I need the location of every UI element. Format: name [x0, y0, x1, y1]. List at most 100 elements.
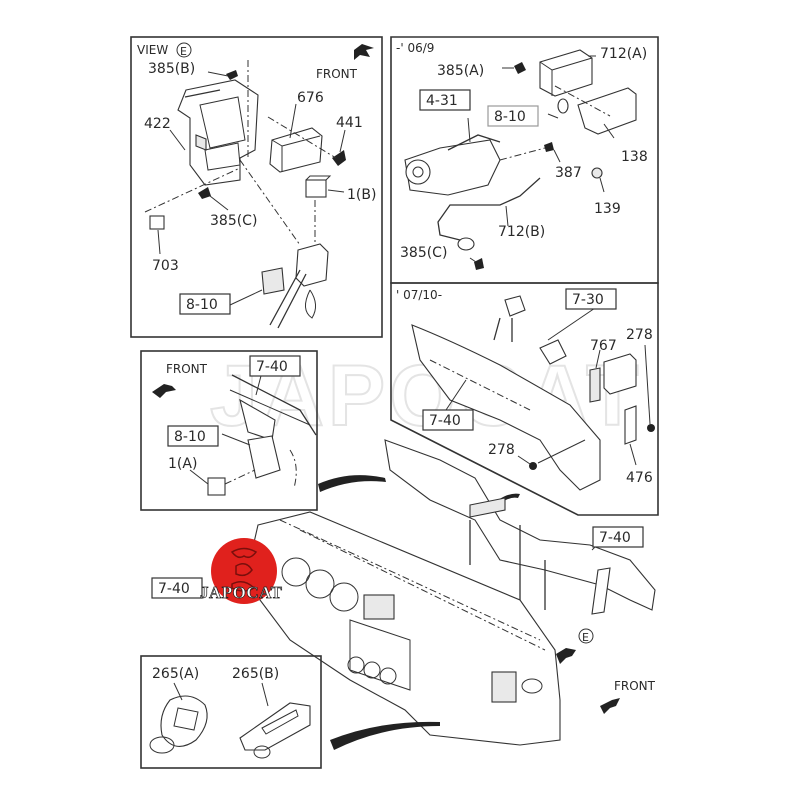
callout-1b: 1(B): [347, 187, 376, 203]
callout-712b: 712(B): [498, 224, 545, 240]
ref-box-8-10[interactable]: 8-10: [487, 105, 539, 127]
panel-remote-keys: 265(A) 265(B): [140, 655, 322, 769]
remote-key-265b: [239, 702, 311, 751]
ref-box-7-40[interactable]: 7-40: [151, 577, 203, 599]
svg-text:4-31: 4-31: [426, 93, 458, 109]
nut-139: [591, 167, 603, 179]
relay-1a: [207, 477, 226, 496]
view-marker-e: E: [578, 628, 594, 644]
gauge: [305, 569, 335, 599]
front-arrow-icon: [152, 384, 176, 398]
japocat-logo: JAPOCAT: [200, 538, 283, 604]
ref-box-8-10[interactable]: 8-10: [167, 425, 219, 447]
bracket-422: [177, 79, 259, 186]
relay-socket: [247, 435, 281, 479]
module-676: [269, 127, 323, 173]
ref-box-4-31[interactable]: 4-31: [419, 89, 471, 111]
svg-text:E: E: [180, 45, 187, 58]
panel-frame: [130, 36, 383, 338]
callout-278-lower: 278: [488, 442, 515, 458]
panel-frame: [140, 350, 318, 511]
screw-385c: [198, 187, 211, 199]
instrument-panel: [249, 511, 561, 746]
bolt-385a: [514, 62, 526, 74]
gauge: [281, 557, 311, 587]
callout-265a: 265(A): [152, 666, 199, 682]
panel-relay-detail: FRONT 7-40 8-10 1(A): [140, 350, 318, 511]
panel-frame: [140, 655, 322, 769]
reinforcement-bar: [411, 324, 601, 491]
callout-385c: 385(C): [210, 213, 257, 229]
callout-441: 441: [336, 115, 363, 131]
callout-139: 139: [594, 201, 621, 217]
logo-text: JAPOCAT: [200, 583, 283, 602]
nut-278-lower: [529, 462, 537, 470]
bracket-476: [624, 405, 637, 445]
center-console: [349, 619, 411, 691]
ref-box-7-40[interactable]: 7-40: [422, 409, 474, 431]
panel-frame: [390, 282, 659, 516]
bracket-138: [577, 87, 637, 135]
callout-712a: 712(A): [600, 46, 647, 62]
immobilizer-712a: [539, 49, 593, 97]
screw-385b: [226, 70, 238, 80]
callout-703: 703: [152, 258, 179, 274]
bulb: [557, 98, 569, 114]
front-label: FRONT: [316, 67, 358, 81]
ignition-switch-4-31: [404, 139, 501, 196]
panel-upto-06-9: -' 06/9 712(A): [390, 36, 659, 284]
ring-387: [544, 142, 554, 152]
svg-text:7-40: 7-40: [599, 530, 631, 546]
ref-box-7-40[interactable]: 7-40: [249, 355, 301, 377]
front-arrow-icon: [354, 44, 374, 60]
callout-476: 476: [626, 470, 653, 486]
callout-676: 676: [297, 90, 324, 106]
module-767: [603, 353, 637, 395]
panel-from-07-10: ' 07/10- 7-30 7-40 767 278: [390, 282, 659, 516]
lock-cylinder: [539, 339, 567, 365]
screw-385c-b: [474, 258, 484, 270]
side-vent: [491, 671, 517, 703]
screw-441: [332, 150, 346, 166]
main-view: 7-40 7-40 E FRONT: [151, 439, 656, 750]
remote-key-265a: [160, 695, 208, 747]
svg-text:7-40: 7-40: [256, 359, 288, 375]
connector-arrow: [318, 475, 386, 492]
nut-278-upper: [647, 424, 655, 432]
callout-265b: 265(B): [232, 666, 279, 682]
keys: [504, 295, 526, 317]
panel-heading: -' 06/9: [396, 41, 434, 55]
connector-arrow: [330, 721, 440, 750]
svg-text:E: E: [582, 631, 589, 644]
svg-text:8-10: 8-10: [494, 109, 526, 125]
callout-767: 767: [590, 338, 617, 354]
callout-278-upper: 278: [626, 327, 653, 343]
callout-422: 422: [144, 116, 171, 132]
relay-holder: [295, 243, 329, 287]
logo-circle: [211, 538, 277, 604]
view-arrow-icon: [556, 648, 576, 664]
front-arrow-icon: [600, 698, 620, 714]
view-marker-e: E: [176, 42, 192, 58]
ref-box-7-40[interactable]: 7-40: [592, 526, 644, 548]
vent: [363, 594, 395, 620]
callout-385a: 385(A): [437, 63, 484, 79]
relay-1b: [305, 179, 327, 198]
front-label: FRONT: [614, 679, 656, 693]
callout-1a: 1(A): [168, 456, 197, 472]
callout-385c: 385(C): [400, 245, 447, 261]
relay-703: [149, 215, 165, 230]
svg-text:8-10: 8-10: [186, 297, 218, 313]
cable-712b: [437, 177, 541, 241]
view-heading: VIEW: [137, 43, 168, 57]
gauge: [329, 582, 359, 612]
cat-icon: [230, 547, 258, 592]
ref-box-7-30[interactable]: 7-30: [565, 288, 617, 310]
svg-text:7-40: 7-40: [158, 581, 190, 597]
svg-text:7-40: 7-40: [429, 413, 461, 429]
callout-385b: 385(B): [148, 61, 195, 77]
svg-text:8-10: 8-10: [174, 429, 206, 445]
ref-box-8-10[interactable]: 8-10: [179, 293, 231, 315]
svg-text:7-30: 7-30: [572, 292, 604, 308]
